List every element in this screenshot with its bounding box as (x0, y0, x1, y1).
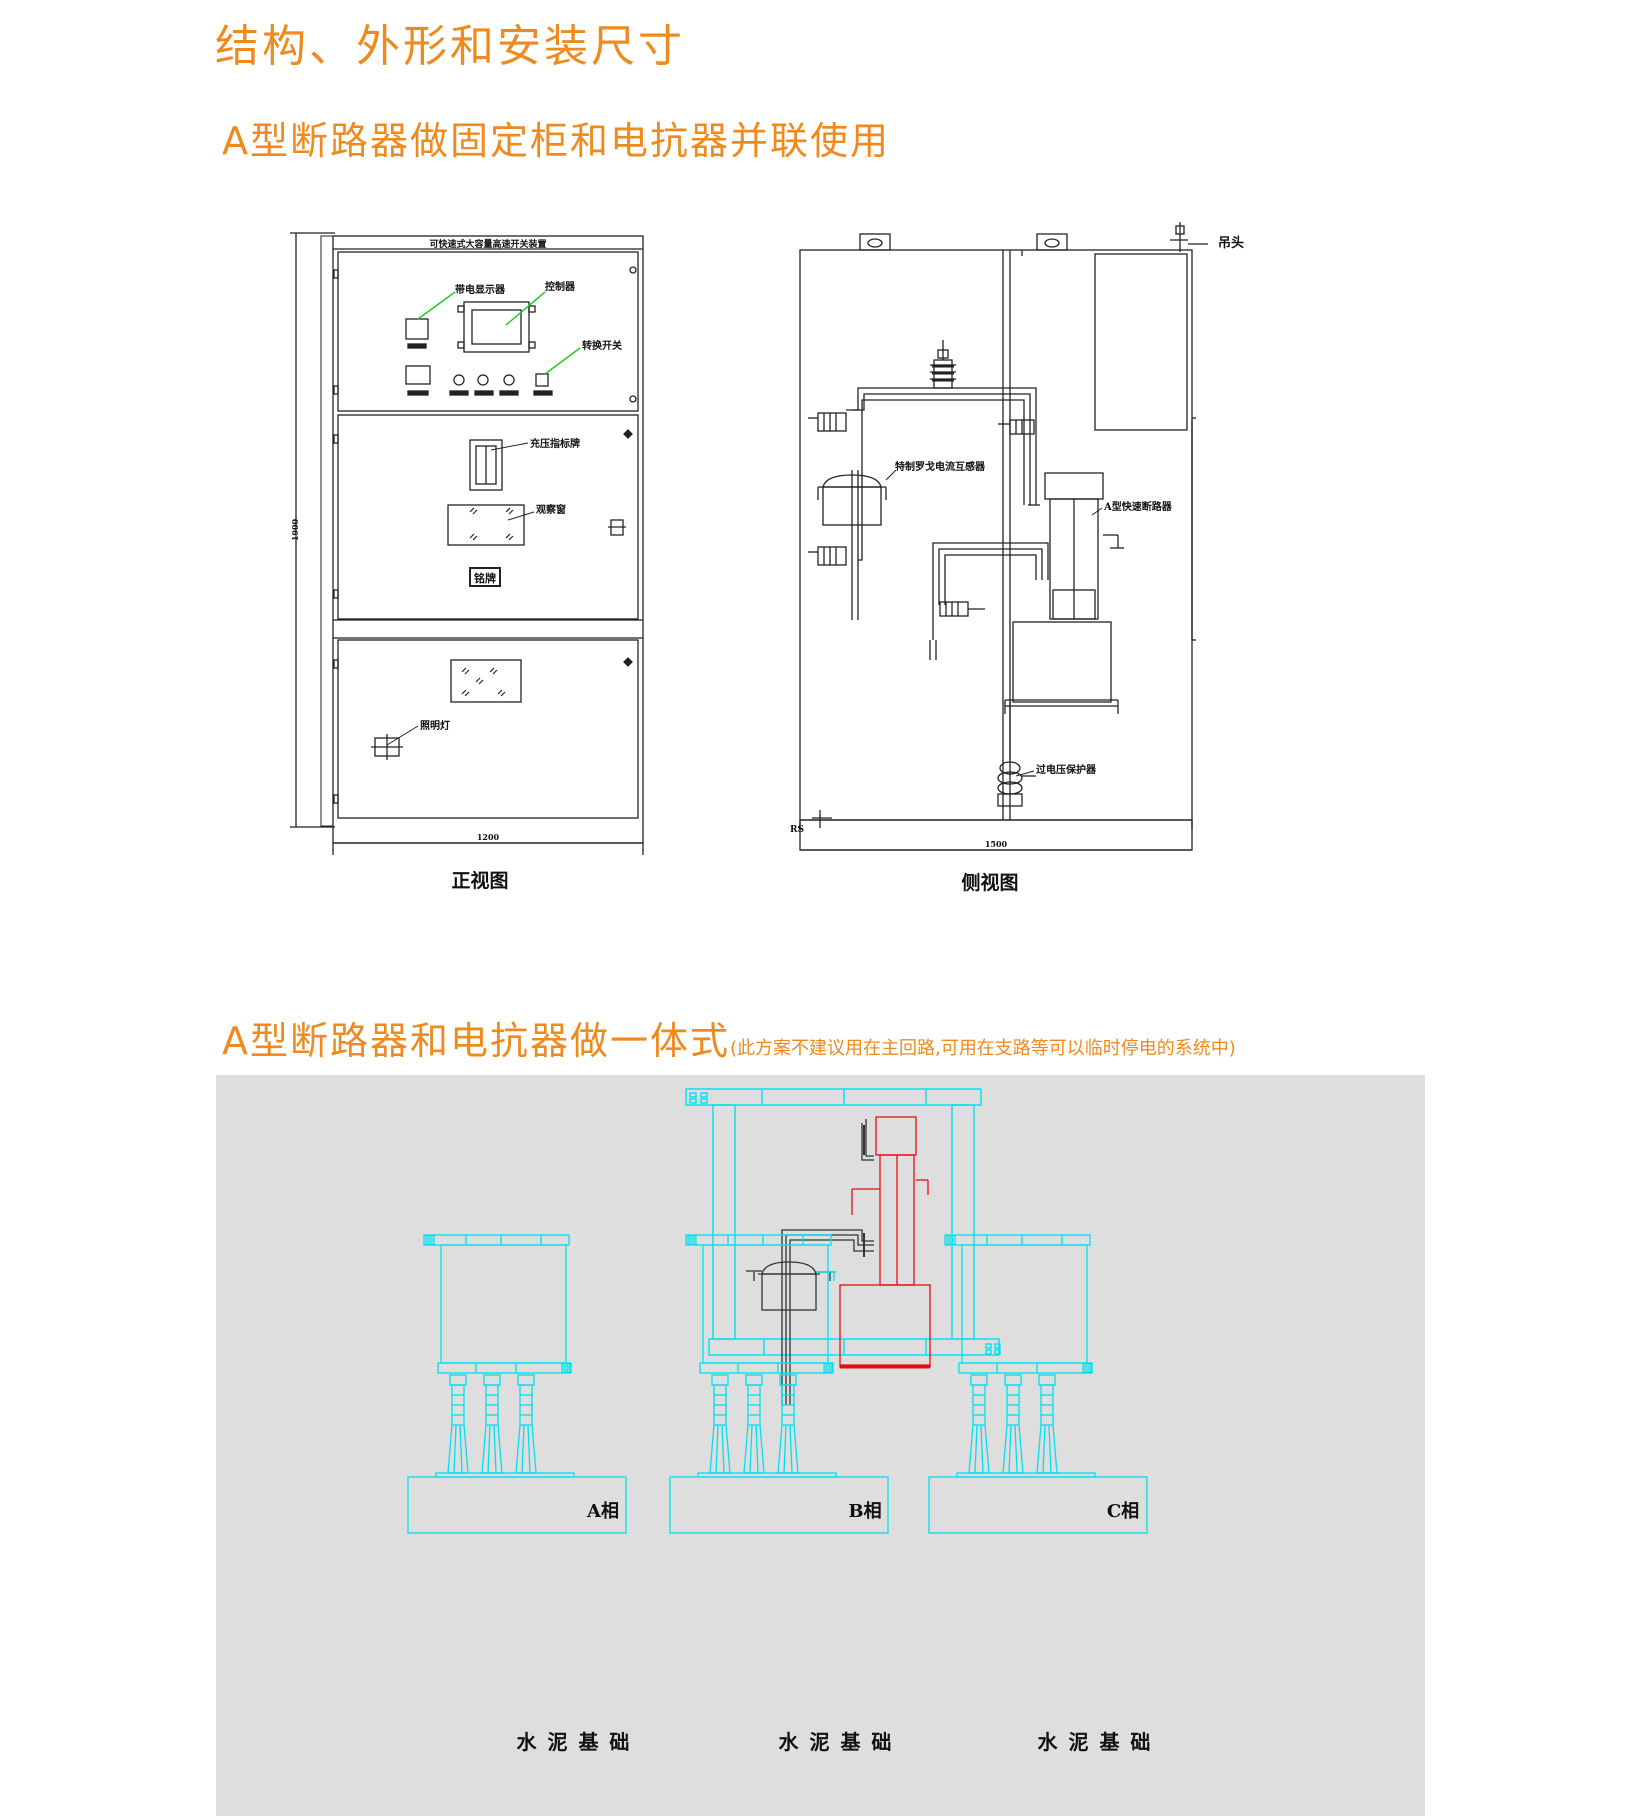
front-view (290, 232, 644, 855)
foundation-label-b: 水 泥 基 础 (778, 1730, 894, 1754)
integrated-drawing (407, 1088, 1148, 1534)
front-dim-width: 1200 (477, 832, 500, 842)
side-dim-width: 1500 (985, 839, 1008, 849)
label-selector-switch: 转换开关 (582, 339, 622, 352)
section-note: (此方案不建议用在主回路,可用在支路等可以临时停电的系统中) (730, 1038, 1236, 1059)
section-title-fixed-cabinet: A型断路器做固定柜和电抗器并联使用 (222, 119, 890, 163)
label-charge-indicator: 充压指标牌 (530, 437, 580, 450)
foundation-label-a: 水 泥 基 础 (516, 1730, 632, 1754)
phase-label-c: C相 (1106, 1501, 1140, 1522)
reactor-unit-c (928, 1234, 1148, 1534)
reactor-units (407, 1234, 1148, 1534)
observation-window (447, 504, 525, 546)
charge-indicator-box (469, 439, 503, 491)
section-title-integrated-text: A型断路器和电抗器做一体式 (222, 1019, 730, 1063)
phase-label-b: B相 (848, 1501, 882, 1522)
label-eyebolt: 吊头 (1218, 235, 1244, 251)
breaker-frame (685, 1088, 1001, 1356)
cabinet-drawings: 可快速式大容量高速开关装置 带电显示器 控制器 转换开关 充压指标牌 观察窗 铭… (290, 222, 1244, 894)
controller-box (463, 301, 530, 353)
label-nameplate: 铭牌 (474, 571, 496, 585)
label-surge: 过电压保护器 (1036, 763, 1097, 776)
page-title: 结构、外形和安装尺寸 (215, 21, 685, 72)
label-ct: 特制罗戈电流互感器 (895, 460, 986, 473)
label-lamp: 照明灯 (420, 719, 450, 732)
ct-and-busbar (746, 1119, 874, 1405)
reactor-unit-a (407, 1234, 627, 1534)
label-observation-window: 观察窗 (536, 503, 566, 516)
front-view-caption: 正视图 (451, 869, 508, 892)
phase-label-a: A相 (587, 1501, 619, 1522)
foundation-label-c: 水 泥 基 础 (1037, 1730, 1153, 1754)
front-dim-height: 1900 (290, 518, 300, 541)
label-breaker: A型快速断路器 (1103, 500, 1173, 513)
label-live-indicator: 带电显示器 (455, 283, 506, 296)
label-ground: RS (790, 825, 804, 835)
label-controller: 控制器 (545, 280, 576, 293)
side-view-caption: 侧视图 (961, 871, 1018, 894)
integrated-panel: A相 B相 C相 水 泥 基 础 水 泥 基 础 水 泥 基 础 (216, 1075, 1425, 1816)
reactor-unit-b (669, 1234, 889, 1534)
live-indicator-box (405, 318, 429, 340)
front-nameplate-text: 可快速式大容量高速开关装置 (429, 238, 546, 250)
section-title-integrated: A型断路器和电抗器做一体式(此方案不建议用在主回路,可用在支路等可以临时停电的系… (222, 1010, 1236, 1065)
side-view (799, 222, 1208, 851)
